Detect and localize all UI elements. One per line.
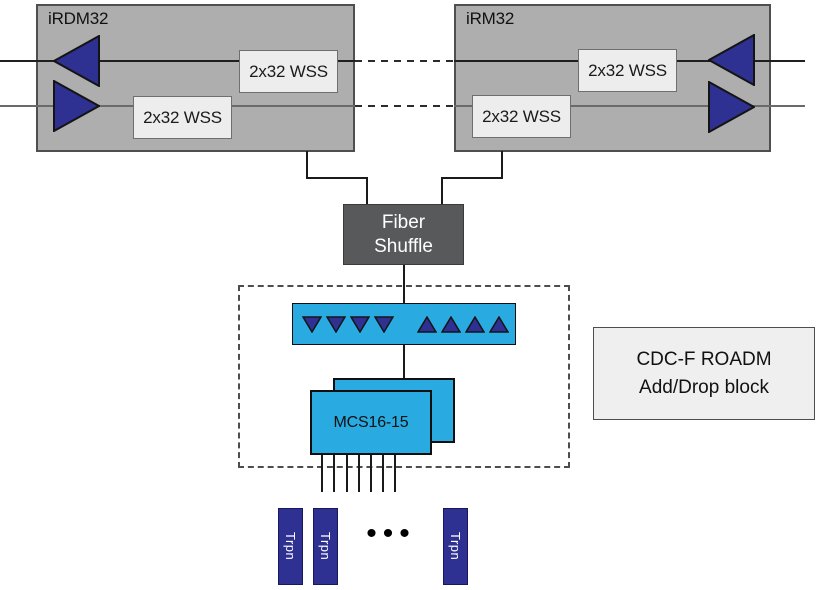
- node-left-title: iRDM32: [48, 9, 109, 28]
- amplifier-west-icon: [706, 33, 755, 87]
- transponder-label: Trpn: [448, 532, 463, 561]
- port-line: [346, 455, 348, 492]
- node-right-title: iRM32: [466, 9, 515, 28]
- port-line: [394, 455, 396, 492]
- connector-line: [441, 177, 443, 205]
- transponder: Trpn: [313, 508, 338, 585]
- fiber-shuffle-label-line2: Shuffle: [374, 235, 433, 257]
- amplifier-east-icon: [53, 79, 102, 133]
- port-line: [370, 455, 372, 492]
- wss-module: 2x32 WSS: [578, 49, 677, 92]
- port-line: [321, 455, 323, 492]
- callout-line1: CDC-F ROADM: [636, 348, 772, 370]
- connector-line: [403, 345, 405, 379]
- wss-module: 2x32 WSS: [239, 50, 338, 93]
- fiber-line-top-dashed: [355, 60, 454, 62]
- connector-line: [306, 151, 308, 178]
- port-line: [382, 455, 384, 492]
- adddrop-callout: CDC-F ROADM Add/Drop block: [593, 327, 815, 420]
- callout-line2: Add/Drop block: [639, 376, 769, 398]
- connector-line: [366, 177, 368, 205]
- fiber-line-top-left: [0, 60, 355, 62]
- transponder: Trpn: [278, 508, 303, 585]
- mcs-module: MCS16-15: [310, 390, 432, 455]
- amplifier-east-icon: [708, 80, 757, 134]
- add-ports-icon: [417, 316, 509, 333]
- connector-line: [306, 177, 368, 179]
- connector-line: [441, 177, 503, 179]
- connector-line: [501, 151, 503, 178]
- wss-module: 2x32 WSS: [472, 95, 571, 138]
- transponder: Trpn: [443, 508, 468, 585]
- fiber-shuffle-label-line1: Fiber: [381, 211, 426, 233]
- fiber-line-bottom-dashed: [355, 105, 454, 107]
- fiber-shuffle-block: Fiber Shuffle: [343, 204, 464, 265]
- port-line: [358, 455, 360, 492]
- amplifier-west-icon: [51, 34, 100, 88]
- transponder-label: Trpn: [283, 532, 298, 561]
- fiber-line-bottom-right: [454, 105, 805, 107]
- transponder-label: Trpn: [318, 532, 333, 561]
- wss-module: 2x32 WSS: [133, 96, 232, 139]
- connector-line: [403, 265, 405, 304]
- drop-ports-icon: [302, 316, 394, 333]
- port-line: [333, 455, 335, 492]
- ellipsis-dots: •••: [366, 517, 416, 550]
- adddrop-port-bar: [292, 303, 516, 345]
